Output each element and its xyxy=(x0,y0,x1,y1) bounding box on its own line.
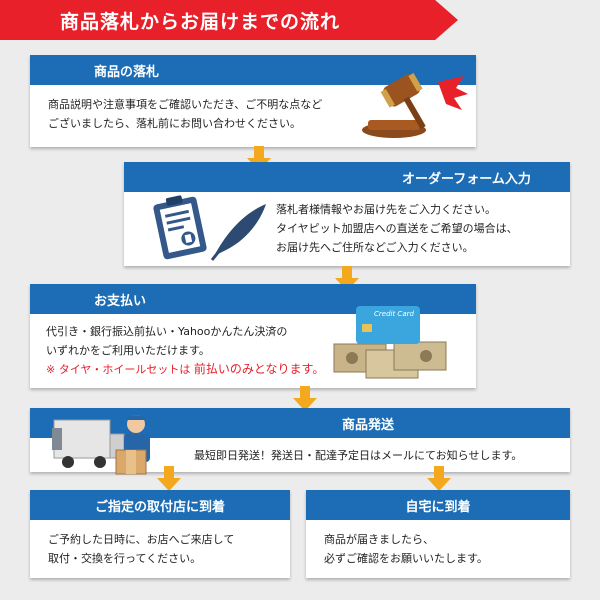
auction-gavel-icon xyxy=(362,73,468,138)
step-payment-text: 代引き・銀行振込前払い・Yahooかんたん決済の いずれかをご利用いただけます。… xyxy=(46,322,324,379)
step-order-form-text: 落札者様情報やお届け先をご入力ください。 タイヤピット加盟店への直送をご希望の場… xyxy=(276,203,518,254)
delivery-truck-icon xyxy=(52,415,150,475)
step-arrive-home-card: 自宅に到着 商品が届きましたら、 必ずご確認をお願いいたします。 xyxy=(306,490,570,578)
step-bid-title: 商品の落札 xyxy=(94,64,160,80)
step-shipping-text: 最短即日発送！発送日・配達予定日はメールにてお知らせします。 xyxy=(194,449,523,462)
step-arrive-home-title: 自宅に到着 xyxy=(405,499,471,515)
step-order-form-header: オーダーフォーム入力 xyxy=(124,162,570,192)
step-arrive-shop-title: ご指定の取付店に到着 xyxy=(94,499,225,515)
step-arrive-home-text: 商品が届きましたら、 必ずご確認をお願いいたします。 xyxy=(324,533,488,565)
payment-cash-card-illustration: Credit Card xyxy=(330,304,448,382)
step-shipping-header: 商品発送 xyxy=(30,408,570,438)
page-title: 商品落札からお届けまでの流れ xyxy=(60,10,341,33)
arrow-down-icon xyxy=(335,266,359,291)
arrow-down-icon xyxy=(427,466,451,491)
step-arrive-shop-card: ご指定の取付店に到着 ご予約した日時に、お店へご来店して 取付・交換を行ってくだ… xyxy=(30,490,290,578)
arrow-down-icon xyxy=(247,146,271,171)
step-arrive-shop-header: ご指定の取付店に到着 xyxy=(30,490,290,520)
payment-note: ※ タイヤ・ホイールセットは 前払いのみとなります。 xyxy=(46,362,325,376)
step-arrive-home-header: 自宅に到着 xyxy=(306,490,570,520)
step-order-form-title: オーダーフォーム入力 xyxy=(402,171,531,187)
payment-note-emphasis: 前払いのみとなります。 xyxy=(193,362,325,376)
page-title-banner: 商品落札からお届けまでの流れ xyxy=(0,0,458,40)
step-shipping-title: 商品発送 xyxy=(342,417,395,433)
arrow-down-icon xyxy=(157,466,181,491)
step-arrive-shop-text: ご予約した日時に、お店へご来店して 取付・交換を行ってください。 xyxy=(48,533,235,565)
order-form-clipboard-icon xyxy=(153,195,266,261)
step-bid-text: 商品説明や注意事項をご確認いただき、ご不明な点など ございましたら、落札前にお問… xyxy=(48,98,323,130)
arrow-down-icon xyxy=(293,386,317,411)
step-payment-title: お支払い xyxy=(94,293,147,309)
credit-card-label: Credit Card xyxy=(374,310,414,318)
